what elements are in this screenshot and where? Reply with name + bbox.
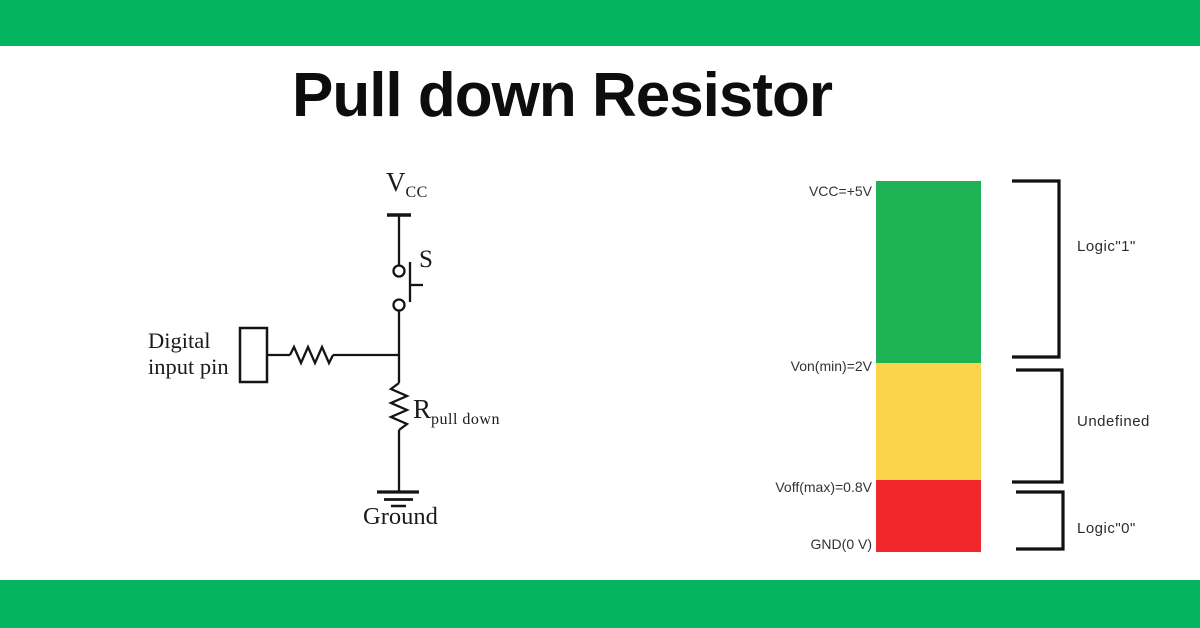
band-logic-high — [876, 181, 981, 363]
axis-label-gnd: GND(0 V) — [810, 536, 872, 552]
band-logic-low — [876, 480, 981, 552]
series-resistor-icon — [267, 344, 399, 366]
ground-label: Ground — [363, 503, 438, 530]
range-label-logic1: Logic"1" — [1077, 238, 1136, 255]
bottom-banner — [0, 580, 1200, 628]
top-banner — [0, 0, 1200, 46]
page-title: Pull down Resistor — [291, 61, 833, 130]
ground-icon — [377, 490, 419, 508]
switch-label: S — [419, 246, 433, 273]
axis-label-vcc: VCC=+5V — [808, 183, 872, 199]
axis-label-voff: Voff(max)=0.8V — [775, 479, 872, 495]
range-label-undefined: Undefined — [1077, 413, 1150, 430]
vcc-label: VCC — [386, 167, 428, 201]
axis-label-von: Von(min)=2V — [790, 358, 872, 374]
input-pin-box-icon — [238, 326, 269, 384]
bracket-logic0 — [1016, 490, 1065, 551]
pulldown-resistor-label: Rpull down — [413, 394, 500, 428]
band-undefined — [876, 363, 981, 480]
pulldown-resistor-icon — [388, 382, 410, 492]
digital-input-pin-label: Digital input pin — [148, 328, 229, 379]
bracket-logic1 — [1012, 179, 1061, 359]
bracket-undefined — [1012, 368, 1064, 484]
range-label-logic0: Logic"0" — [1077, 520, 1136, 537]
